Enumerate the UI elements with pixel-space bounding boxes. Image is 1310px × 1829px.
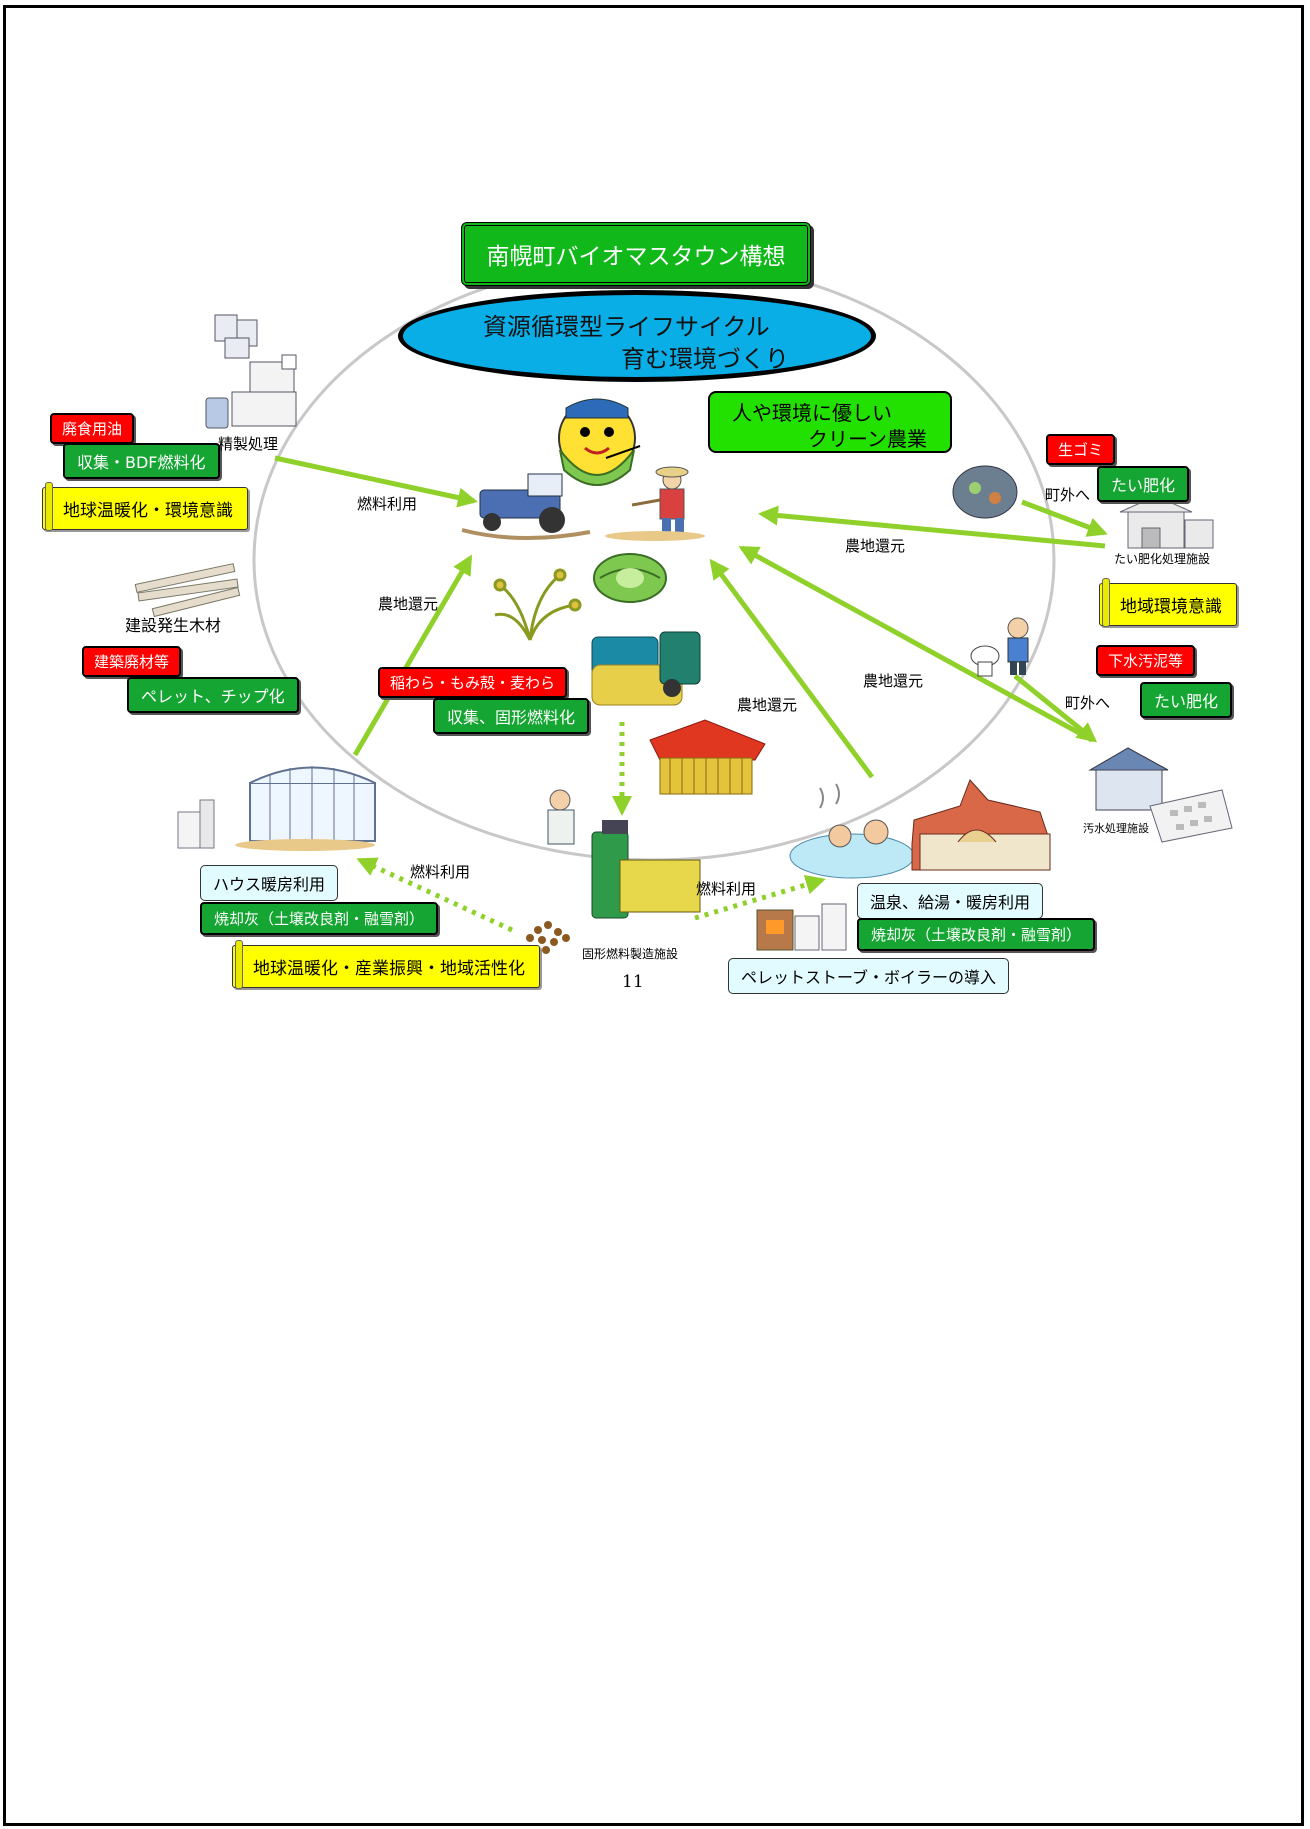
flow-arrows [274,455,1108,779]
barn-icon [649,719,766,795]
hot-spring-icon [789,779,1051,879]
page-number: 11 [622,972,644,992]
speech-line-2: クリーン農業 [808,427,927,451]
label-garbage: 生ゴミ [1046,434,1116,465]
arrow-label-farm-return-2: 農地還元 [845,537,906,555]
arrow-label-farm-return-3: 農地還元 [863,672,924,690]
label-solid-fuel-plant: 固形燃料製造施設 [582,947,679,961]
label-pellet-chip: ペレット、チップ化 [127,677,299,713]
arrow-plant-to-hotspring [694,875,826,921]
label-refining: 精製処理 [218,435,279,453]
speech-line-1: 人や環境に優しい [732,401,892,425]
label-hot-spring: 温泉、給湯・暖房利用 [857,883,1044,919]
arrow-garbage-to-compost [1021,499,1108,537]
arrow-greenhouse-to-field [352,554,473,757]
label-sewage-plant: 汚水処理施設 [1083,822,1149,835]
label-regional-env: 地域環境意識 [1099,578,1237,627]
greenhouse-icon [177,766,376,851]
label-waste-oil: 廃食用油 [50,413,135,444]
tractor-icon [461,473,591,540]
theme-line-2: 育む環境づくり [621,345,789,373]
page-frame [3,5,1304,1826]
boy-toilet-icon [970,617,1029,677]
label-construction-wood: 建設発生木材 [125,616,222,635]
mascot-icon [558,398,641,486]
arrow-label-farm-return-4: 農地還元 [737,696,798,714]
rice-icon [493,568,582,641]
stove-icon [756,903,847,951]
factory-icon [205,314,297,429]
label-stove-boiler: ペレットストーブ・ボイラーの導入 [728,958,1010,994]
hay-bale-icon [591,631,701,706]
label-straw: 稲わら・もみ殻・麦わら [378,667,568,698]
arrow-label-out-of-town-2: 町外へ [1065,694,1111,712]
cabbage-icon [593,553,667,603]
arrow-label-out-of-town-1: 町外へ [1045,486,1091,504]
pellet-machine-icon [526,789,701,954]
label-compost-2: たい肥化 [1140,682,1233,718]
label-construction-waste: 建築廃材等 [82,646,182,677]
arrow-plant-to-greenhouse [356,857,514,933]
arrow-label-fuel-use-2: 燃料利用 [410,863,471,881]
label-global-env: 地球温暖化・環境意識 [42,482,248,531]
label-house-heating: ハウス暖房利用 [200,865,339,901]
garbage-bag-icon [952,465,1018,519]
label-compost-facility: たい肥化処理施設 [1114,552,1211,566]
arrow-compost-to-field [758,505,1106,549]
arrow-hotspring-to-field [709,558,875,779]
page-title: 南幌町バイオマスタウン構想 [461,222,811,286]
dotted-arrows [356,722,826,933]
theme-line-1: 資源循環型ライフサイクル [483,313,770,341]
compost-facility-icon [1119,495,1214,549]
label-ash-2: 焼却灰（土壌改良剤・融雪剤） [857,918,1096,951]
label-bdf: 収集・BDF燃料化 [63,443,220,479]
theme-ellipse: 資源循環型ライフサイクル 育む環境づくり [398,290,876,382]
arrow-fuel-to-tractor [274,455,478,508]
label-ash-1: 焼却灰（土壌改良剤・融雪剤） [200,902,439,935]
arrow-label-fuel-use-1: 燃料利用 [357,495,418,513]
label-solid-fuel: 収集、固形燃料化 [433,698,590,734]
lumber-icon [134,563,241,618]
arrow-label-fuel-use-3: 燃料利用 [696,880,757,898]
mascot-speech-bubble: 人や環境に優しい クリーン農業 [708,391,952,453]
arrow-sewage-to-field [738,545,1094,743]
arrow-boy-to-sewage [1013,674,1098,743]
label-regional-revitalization: 地球温暖化・産業振興・地域活性化 [232,940,540,989]
label-compost-1: たい肥化 [1097,466,1190,502]
arrow-label-farm-return-1: 農地還元 [378,595,439,613]
farmer-icon [605,466,705,541]
sewage-plant-icon [1088,747,1233,843]
label-sewage-sludge: 下水汚泥等 [1096,645,1196,676]
